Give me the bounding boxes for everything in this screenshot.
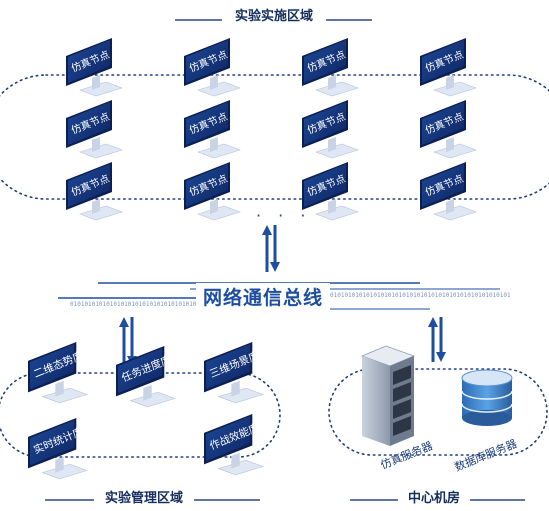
sim-node-2-3: 仿真节点 <box>302 100 359 159</box>
center-room-title: 中心机房 <box>398 487 470 506</box>
sim-node-3-3: 仿真节点 <box>302 162 359 221</box>
sim-node-1-3: 仿真节点 <box>302 38 359 97</box>
sim-node-2-2: 仿真节点 <box>184 100 241 159</box>
management-node-2: 任务进度席 <box>116 346 176 408</box>
experiment-area-border <box>0 74 549 200</box>
management-node-4: 实时统计席 <box>28 418 88 480</box>
sim-node-3-1: 仿真节点 <box>66 162 123 221</box>
center-room-border <box>328 368 548 456</box>
sim-node-2-4: 仿真节点 <box>420 100 477 159</box>
sim-node-grid: 仿真节点仿真节点仿真节点仿真节点仿真节点仿真节点仿真节点仿真节点仿真节点仿真节点… <box>66 38 477 221</box>
sim-node-3-2: 仿真节点 <box>184 162 241 221</box>
management-node-5: 作战效能席 <box>204 414 264 476</box>
more-nodes-ellipsis: · · · <box>256 206 312 225</box>
arrow-center-bus <box>428 317 446 362</box>
bus-title: 网络通信总线 <box>196 283 330 310</box>
arrow-experiment-bus <box>262 225 280 272</box>
management-node-3: 三维场景席 <box>204 342 264 404</box>
sim-node-1-2: 仿真节点 <box>184 38 241 97</box>
management-area-title: 实验管理区域 <box>94 487 194 506</box>
sim-node-3-4: 仿真节点 <box>420 162 477 221</box>
sim-node-2-1: 仿真节点 <box>66 100 123 159</box>
management-nodes: 二维态势席任务进度席三维场景席实时统计席作战效能席 <box>28 342 264 480</box>
sim-server-rack <box>360 345 416 446</box>
sim-node-1-1: 仿真节点 <box>66 38 123 97</box>
bus-connection-arrows <box>119 225 446 366</box>
experiment-area-title: 实验实施区域 <box>222 5 326 24</box>
bus-bits-lower: 0101010101010101010101010101010101010101… <box>70 301 200 308</box>
sim-node-1-4: 仿真节点 <box>420 38 477 97</box>
bus-bits-upper: 0101010101010101010101010101010101010101… <box>330 292 510 299</box>
db-server-cylinders <box>461 369 513 426</box>
